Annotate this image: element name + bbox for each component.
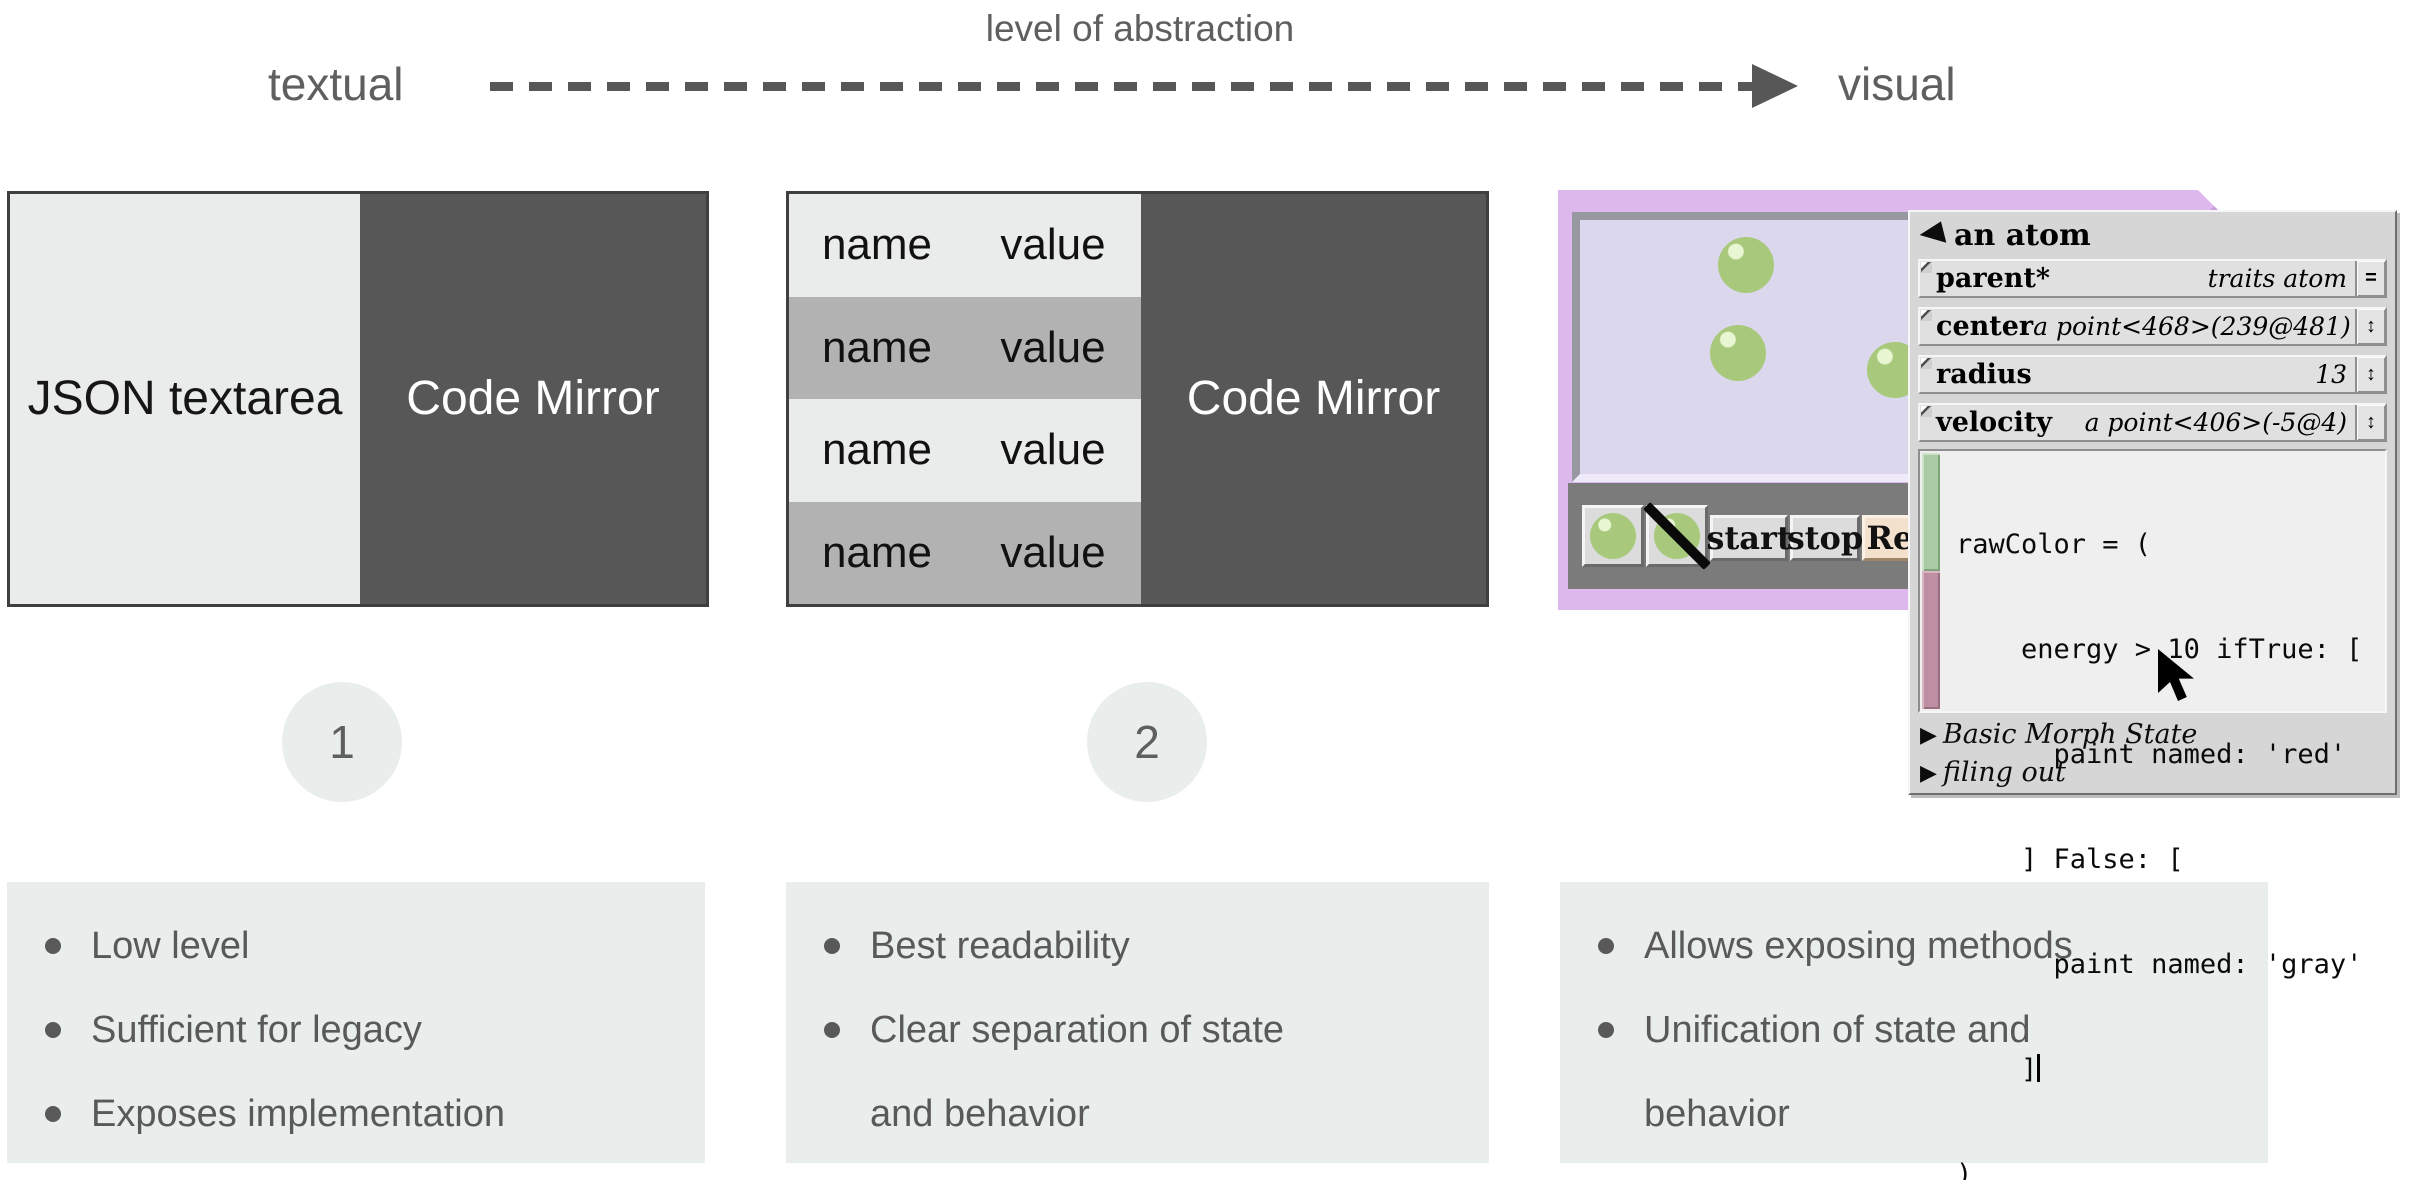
mouse-cursor-icon (2158, 649, 2194, 701)
cell-name: name (821, 425, 933, 475)
start-button[interactable]: start (1706, 515, 1792, 561)
edit-flag-icon (1921, 310, 1932, 321)
cell-name: name (821, 322, 933, 372)
expander-basic-morph-state[interactable]: ▶ Basic Morph State (1920, 719, 2197, 750)
panel-json-textarea: JSON textarea Code Mirror (7, 191, 709, 607)
axis-right-label: visual (1838, 58, 1956, 110)
step-badge-1: 1 (282, 682, 402, 802)
expander-filing-out[interactable]: ▶ filing out (1920, 757, 2066, 788)
edit-flag-icon (1921, 406, 1932, 417)
code-line: ] (1956, 1052, 2381, 1087)
list-item: Sufficient for legacy (43, 988, 689, 1072)
attr-value: traits atom (2207, 264, 2347, 293)
codemirror-region-2: Code Mirror (1141, 194, 1486, 604)
expander-label: Basic Morph State (1942, 719, 2198, 750)
code-line: energy > 10 ifTrue: [ (1956, 634, 2363, 665)
scrollbar-track[interactable] (1922, 570, 1940, 709)
scrollbar[interactable] (1922, 453, 1940, 709)
stepper-button[interactable]: ↕ (2355, 309, 2385, 344)
atom-morph[interactable] (1710, 325, 1766, 381)
table-row: name value (789, 501, 1141, 604)
list-item: Unification of state and behavior (1596, 988, 2252, 1156)
table-row: name value (789, 194, 1141, 297)
inspector-row-center[interactable]: center a point<468>(239@481) ↕ (1918, 307, 2387, 346)
collapse-icon[interactable] (1917, 221, 1947, 249)
attr-value: 13 (2315, 360, 2347, 389)
list-item: Low level (43, 904, 689, 988)
codemirror-region-1: Code Mirror (360, 194, 706, 604)
axis-left-label: textual (268, 58, 404, 110)
code-line: paint named: 'red' (1956, 739, 2347, 770)
inspector-title: an atom (1954, 217, 2091, 253)
attr-value: a point<468>(239@481) (2033, 312, 2351, 341)
panel-name-value-table: name value name value name value name va… (786, 191, 1489, 607)
table-row: name value (789, 399, 1141, 502)
abstraction-axis-line (490, 82, 1752, 91)
inspector-header[interactable]: an atom (1910, 212, 2091, 258)
name-value-table: name value name value name value name va… (789, 194, 1141, 604)
step-badge-2: 2 (1087, 682, 1207, 802)
cell-value: value (1000, 220, 1106, 270)
code-line: rawColor = ( (1956, 529, 2152, 560)
code-line: ] False: [ (1956, 844, 2184, 875)
expand-triangle-icon: ▶ (1920, 721, 1937, 747)
json-textarea-region: JSON textarea (10, 194, 360, 604)
cell-name: name (821, 220, 933, 270)
cell-value: value (1000, 527, 1106, 577)
inspector-window: an atom parent* traits atom = center a p… (1908, 210, 2397, 1180)
stepper-button[interactable]: ↕ (2355, 357, 2385, 392)
cell-value: value (1000, 425, 1106, 475)
step-number: 1 (329, 716, 355, 768)
list-item: Clear separation of state and behavior (822, 988, 1473, 1156)
axis-title: level of abstraction (985, 8, 1295, 49)
code-editor-text[interactable]: rawColor = ( energy > 10 ifTrue: [ paint… (1956, 457, 2381, 1180)
stop-button[interactable]: stop (1787, 515, 1863, 561)
attr-name: center (1936, 311, 2034, 342)
attr-name: velocity (1936, 407, 2052, 438)
code-line: ) (1956, 1159, 1973, 1180)
table-row: name value (789, 296, 1141, 399)
stepper-button[interactable]: ↕ (2355, 405, 2385, 440)
cell-name: name (821, 527, 933, 577)
remove-atom-button[interactable] (1643, 502, 1711, 570)
notes-visual: Allows exposing methods Unification of s… (1560, 882, 2268, 1163)
scrollbar-thumb[interactable] (1922, 453, 1940, 571)
cell-value: value (1000, 322, 1106, 372)
notes-name-value: Best readability Clear separation of sta… (786, 882, 1489, 1163)
list-item: Best readability (822, 904, 1473, 988)
codemirror-label-1: Code Mirror (406, 371, 660, 425)
notes-json-textarea: Low level Sufficient for legacy Exposes … (7, 882, 705, 1163)
equals-button[interactable]: = (2355, 261, 2385, 296)
atom-morph[interactable] (1718, 237, 1774, 293)
edit-flag-icon (1921, 358, 1932, 369)
code-pane[interactable]: rawColor = ( energy > 10 ifTrue: [ paint… (1918, 449, 2387, 1180)
list-item: Exposes implementation (43, 1072, 689, 1156)
step-number: 2 (1134, 716, 1160, 768)
inspector-row-parent[interactable]: parent* traits atom = (1918, 259, 2387, 298)
list-item: Allows exposing methods (1596, 904, 2252, 988)
inspector-row-radius[interactable]: radius 13 ↕ (1918, 355, 2387, 394)
attr-name: radius (1936, 359, 2032, 390)
arrow-head-icon (1752, 64, 1798, 108)
add-atom-button[interactable] (1582, 505, 1644, 567)
code-line: paint named: 'gray' (1956, 949, 2363, 980)
edit-flag-icon (1921, 262, 1932, 273)
attr-name: parent* (1936, 263, 2050, 294)
inspector-row-velocity[interactable]: velocity a point<406>(-5@4) ↕ (1918, 403, 2387, 442)
attr-value: a point<406>(-5@4) (2084, 408, 2347, 437)
json-textarea-label: JSON textarea (27, 371, 343, 425)
expander-label: filing out (1942, 757, 2066, 788)
codemirror-label-2: Code Mirror (1186, 371, 1441, 425)
expand-triangle-icon: ▶ (1920, 759, 1937, 785)
text-cursor (2037, 1054, 2041, 1082)
atom-icon (1590, 513, 1636, 559)
